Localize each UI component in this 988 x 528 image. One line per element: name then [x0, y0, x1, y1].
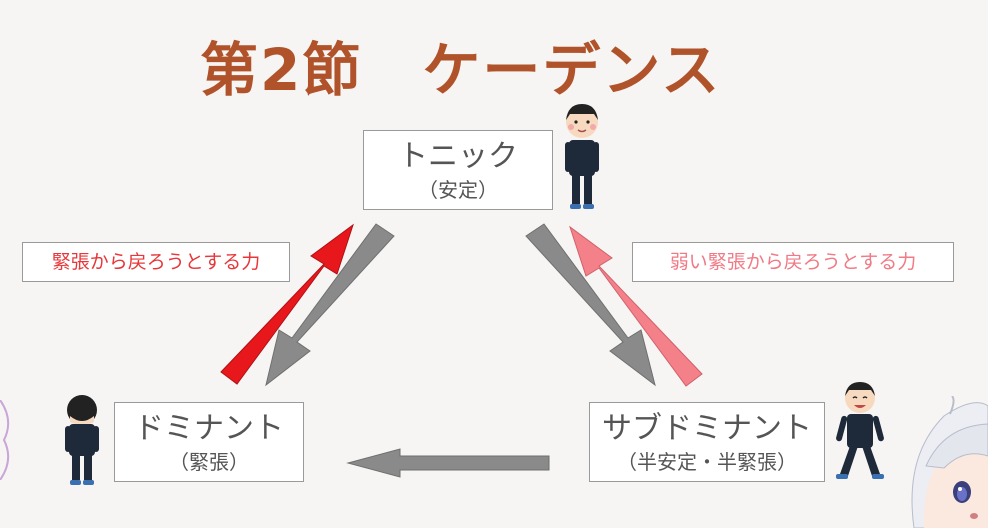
- student-bowing-icon: [65, 395, 99, 485]
- tonic-sublabel: （安定）: [418, 178, 498, 202]
- tonic-box: トニック （安定）: [363, 130, 553, 210]
- student-standing-icon: [565, 104, 599, 209]
- page-title: 第2節 ケーデンス: [200, 36, 722, 104]
- dominant-label: ドミナント: [134, 411, 284, 446]
- student-walking-icon: [836, 382, 884, 479]
- arrow-subdominant-to-dominant: [346, 448, 550, 478]
- subdominant-sublabel: （半安定・半緊張）: [617, 450, 797, 474]
- dominant-sublabel: （緊張）: [169, 450, 249, 474]
- arrow-tonic-to-subdominant: [525, 223, 656, 387]
- character-edge-icon: [0, 400, 10, 480]
- subdominant-box: サブドミナント （半安定・半緊張）: [589, 402, 825, 482]
- weak-tension-label: 弱い緊張から戻ろうとする力: [632, 242, 954, 282]
- subdominant-label: サブドミナント: [602, 411, 812, 446]
- arrow-tonic-to-dominant: [265, 223, 395, 387]
- anime-girl-icon: [911, 396, 988, 528]
- arrow-subdominant-to-tonic: [569, 225, 703, 387]
- strong-tension-label: 緊張から戻ろうとする力: [22, 242, 290, 282]
- dominant-box: ドミナント （緊張）: [114, 402, 304, 482]
- tonic-label: トニック: [398, 139, 518, 174]
- arrow-dominant-to-tonic: [220, 223, 354, 385]
